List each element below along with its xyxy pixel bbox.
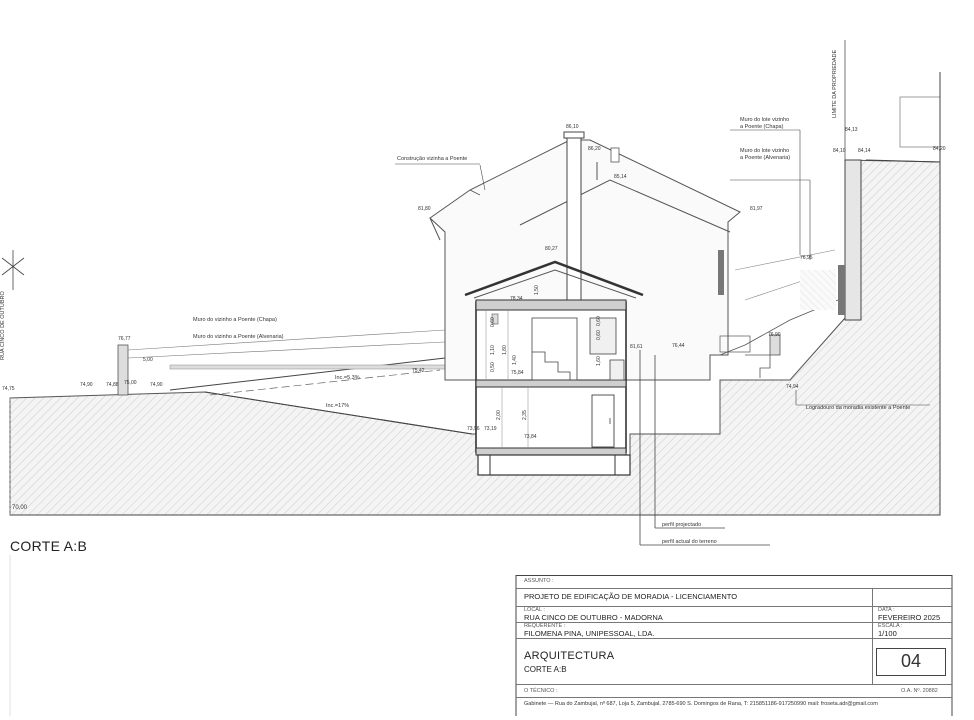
level-8514: 85,14 — [614, 174, 627, 180]
level-7500: 75,00 — [124, 380, 137, 386]
discipline-label: ARQUITECTURA — [524, 650, 615, 662]
sheet-number: 04 — [900, 651, 922, 671]
assunto-label: ASSUNTO : — [524, 578, 554, 584]
data-label: DATA : — [878, 607, 895, 613]
escala-value: 1/100 — [878, 629, 897, 638]
level-7690: 76,90 — [768, 332, 781, 338]
dim-label: 0,60 — [490, 317, 496, 327]
note-wall-masonry-right-2: a Poente (Alvenaria) — [740, 155, 791, 161]
note-profile-actual: perfil actual do terreno — [662, 539, 717, 545]
note-incline-2: Inc.=17% — [326, 403, 350, 409]
note-wall-masonry-left: Muro do vizinho a Poente (Alvenaria) — [193, 334, 284, 340]
level-7542: 75,42 — [412, 368, 425, 374]
note-profile-projected: perfil projectado — [662, 522, 702, 528]
level-base: 70,00 — [12, 505, 28, 511]
level-8414: 84,14 — [858, 148, 871, 154]
local-value: RUA CINCO DE OUTUBRO - MADORNA — [524, 613, 663, 622]
requerente-value: FILOMENA PINA, UNIPESSOAL, LDA. — [524, 629, 655, 638]
level-8161: 81,61 — [630, 344, 643, 350]
dim-label: 1,60 — [596, 356, 602, 366]
note-backyard: Logradouro da moradia existente a Poente — [806, 405, 911, 411]
level-7384: 73,84 — [524, 434, 537, 440]
section-title: CORTE A:B — [10, 538, 88, 554]
street-label: RUA CINCO DE OUTUBRO — [0, 291, 6, 360]
dim-label: 1,50 — [534, 285, 540, 295]
level-7834: 78,34 — [510, 296, 523, 302]
dim-label: 0,50 — [490, 362, 496, 372]
sheet-number-box: 04 — [876, 648, 946, 676]
level-8610: 86,10 — [566, 124, 579, 130]
requerente-label: REQUERENTE : — [524, 623, 566, 629]
note-incline-1: Inc.=5,3% — [335, 375, 360, 381]
level-7494: 74,94 — [786, 384, 799, 390]
level-7396: 73,96 — [467, 426, 480, 432]
level-8413: 84,13 — [845, 127, 858, 133]
note-wall-masonry-right: Muro do lote vizinho — [740, 148, 790, 154]
note-neighbour-building: Construção vizinha a Poente — [397, 156, 468, 162]
level-7490: 74,90 — [80, 382, 93, 388]
level-7644: 76,44 — [672, 343, 685, 349]
dim-label: 0,60 — [596, 330, 602, 340]
level-8410: 84,10 — [833, 148, 846, 154]
title-block: ASSUNTO : PROJETO DE EDIFICAÇÃO DE MORAD… — [516, 575, 952, 717]
level-7319: 73,19 — [484, 426, 497, 432]
drawing-name: CORTE A:B — [524, 665, 567, 674]
level-8080: 81,80 — [418, 206, 431, 212]
assunto-value: PROJETO DE EDIFICAÇÃO DE MORADIA - LICEN… — [524, 592, 738, 601]
level-8197: 81,97 — [750, 206, 763, 212]
level-7695: 76,95 — [800, 255, 813, 261]
escala-label: ESCALA : — [878, 623, 903, 629]
note-wall-sheet-left: Muro do vizinho a Poente (Chapa) — [193, 317, 277, 323]
office-footer: Gabinete — Rua do Zambujal, nº 687, Loja… — [524, 701, 878, 707]
level-street: 74,75 — [2, 386, 15, 392]
level-8420: 84,20 — [933, 146, 946, 152]
dim-500: 5,00 — [143, 357, 153, 363]
note-wall-sheet-right: Muro do lote vizinho — [740, 117, 790, 123]
dim-label: 0,60 — [596, 316, 602, 326]
data-value: FEVEREIRO 2025 — [878, 613, 941, 622]
note-property-limit: LIMITE DA PROPRIEDADE — [832, 49, 838, 118]
level-7584: 75,84 — [511, 370, 524, 376]
note-wall-sheet-right-2: a Poente (Chapa) — [740, 124, 784, 130]
dim-label: 2,00 — [496, 410, 502, 420]
local-label: LOCAL : — [524, 607, 545, 613]
oa-number: O.A. Nº. 20882 — [901, 688, 938, 694]
dim-label: 1,80 — [502, 345, 508, 355]
dim-label: 2,35 — [522, 410, 528, 420]
dim-label: 1,10 — [490, 345, 496, 355]
level-7677: 76,77 — [118, 336, 131, 342]
dim-label: 1,40 — [512, 355, 518, 365]
tecnico-label: O TÉCNICO : — [524, 688, 558, 694]
level-7488: 74,88 — [106, 382, 119, 388]
level-7490b: 74,90 — [150, 382, 163, 388]
tree-icon — [1, 250, 25, 290]
level-8620: 86,20 — [588, 146, 601, 152]
level-8027: 80,27 — [545, 246, 558, 252]
